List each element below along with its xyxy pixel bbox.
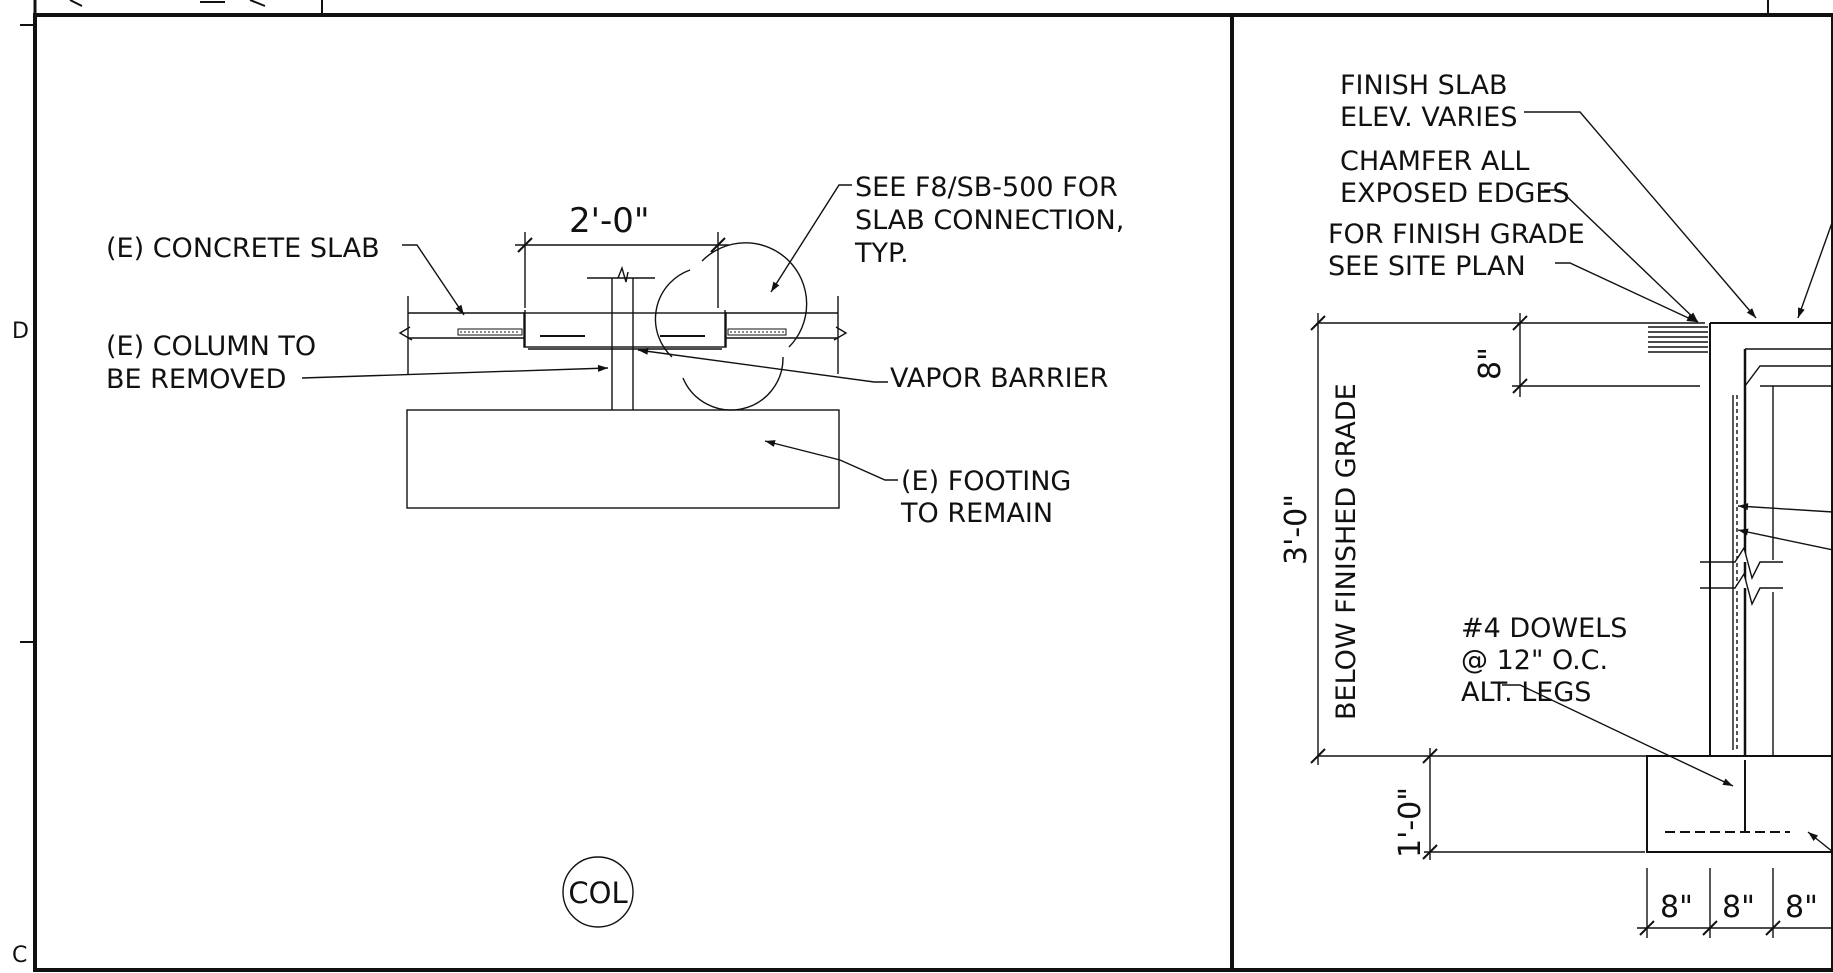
label-footing-1: (E) FOOTING (901, 466, 1071, 497)
label-concrete-slab: (E) CONCRETE SLAB (106, 233, 380, 264)
existing-column (587, 265, 655, 410)
label-chamfer-1: CHAMFER ALL (1340, 146, 1529, 177)
label-see-1: SEE F8/SB-500 FOR (855, 172, 1118, 203)
dim-bottom-2: 8" (1722, 890, 1755, 925)
right-dimensions (1310, 313, 1833, 938)
zone-marker-d: D (12, 319, 29, 344)
dim-bottom-1: 8" (1660, 890, 1693, 925)
label-finish-grade-1: FOR FINISH GRADE (1328, 219, 1585, 250)
callout-circle (701, 242, 808, 348)
dim-slab-thickness: 8" (1473, 347, 1508, 380)
label-dowels-1: #4 DOWELS (1461, 613, 1627, 644)
label-vapor-barrier: VAPOR BARRIER (890, 363, 1108, 394)
dim-width-label: 2'-0" (569, 201, 650, 241)
label-dowels-2: @ 12" O.C. (1461, 645, 1608, 676)
label-column-2: BE REMOVED (106, 364, 286, 395)
concrete-slab (398, 296, 848, 374)
column-removal-detail (301, 184, 898, 928)
width-dimension (515, 232, 729, 308)
label-chamfer-2: EXPOSED EDGES (1340, 178, 1570, 209)
sheet-frame (20, 0, 1833, 972)
foundation-wall-detail (1310, 111, 1833, 938)
existing-footing (406, 409, 840, 509)
label-column-1: (E) COLUMN TO (106, 331, 316, 362)
dim-bottom-3: 8" (1785, 890, 1818, 925)
label-see-2: SLAB CONNECTION, (855, 205, 1124, 236)
label-below-grade: BELOW FINISHED GRADE (1331, 383, 1362, 720)
detail-tag: COL (568, 876, 627, 910)
label-footing-2: TO REMAIN (900, 498, 1053, 529)
dim-depth: 3'-0" (1279, 494, 1314, 565)
label-finish-slab-2: ELEV. VARIES (1340, 102, 1517, 133)
label-finish-slab-1: FINISH SLAB (1340, 70, 1507, 101)
label-see-3: TYP. (854, 238, 909, 269)
detail-tag-circle (562, 856, 634, 928)
label-finish-grade-2: SEE SITE PLAN (1328, 251, 1526, 282)
label-dowels-3: ALT. LEGS (1461, 677, 1591, 708)
zone-marker-c: C (12, 943, 27, 968)
dim-footing-depth: 1'-0" (1393, 787, 1428, 858)
